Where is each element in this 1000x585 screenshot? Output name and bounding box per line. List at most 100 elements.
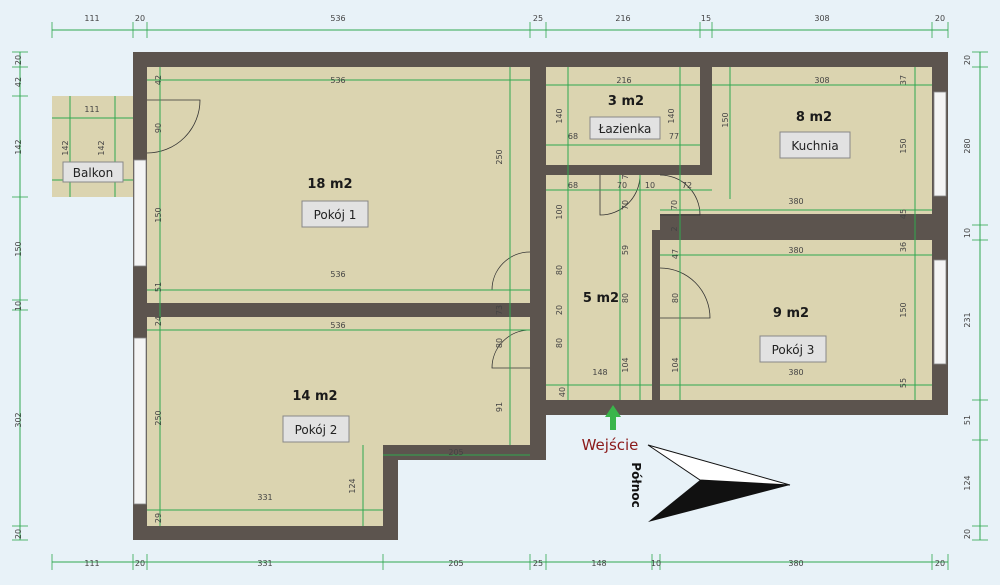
dim-right: 280 (963, 138, 972, 153)
dim-inner: 73 (495, 305, 504, 315)
dim-bottom: 205 (448, 559, 463, 568)
dim-inner: 70 (621, 200, 630, 210)
dim-left: 302 (14, 412, 23, 427)
dim-left: 20 (14, 55, 23, 65)
dim-inner: 77 (669, 132, 679, 141)
dim-inner: 380 (788, 246, 803, 255)
entrance-marker: Wejście (582, 405, 639, 454)
room-label-box (759, 335, 827, 363)
dim-inner: 91 (495, 402, 504, 412)
dim-left: 10 (14, 301, 23, 311)
dim-bottom: 10 (651, 559, 661, 568)
entrance-label: Wejście (582, 436, 639, 454)
room-area-kuchnia: 8 m2 (796, 110, 832, 125)
dim-inner: 536 (330, 270, 345, 279)
dim-bottom: 331 (257, 559, 272, 568)
dim-inner: 45 (899, 209, 908, 219)
dim-inner: 104 (671, 357, 680, 372)
interior-walls (133, 67, 948, 400)
dim-inner: 250 (154, 410, 163, 425)
room-label-box (282, 415, 350, 443)
dim-inner: 150 (154, 207, 163, 222)
room-name-pokoj-3: Pokój 3 (772, 343, 815, 357)
dim-inner: 536 (330, 321, 345, 330)
dim-inner: 150 (721, 112, 730, 127)
dim-inner: 90 (154, 123, 163, 133)
dim-right: 231 (963, 312, 972, 327)
dim-left: 42 (14, 77, 23, 87)
dim-inner: 80 (555, 338, 564, 348)
dim-right: 124 (963, 475, 972, 490)
dim-bottom: 380 (788, 559, 803, 568)
dim-inner: 80 (621, 293, 630, 303)
floor-hall (546, 165, 932, 400)
dim-inner: 20 (555, 305, 564, 315)
dim-inner: 24 (154, 316, 163, 326)
room-area-pokoj-1: 18 m2 (307, 177, 352, 192)
exterior-dimension-labels: 111 20 536 25 216 15 308 20 111 20 331 2… (14, 14, 972, 568)
room-label-box (589, 116, 661, 140)
dim-inner: 40 (558, 387, 567, 397)
dim-inner: 331 (257, 493, 272, 502)
dim-inner: 2 (670, 226, 679, 231)
dim-top: 20 (135, 14, 145, 23)
dim-inner: 42 (154, 75, 163, 85)
dim-inner: 148 (592, 368, 607, 377)
room-name-lazienka: Łazienka (598, 122, 652, 136)
room-name-balkon: Balkon (73, 166, 113, 180)
dim-inner: 308 (814, 76, 829, 85)
room-label-box (62, 161, 124, 183)
dim-inner: 140 (555, 108, 564, 123)
dim-right: 10 (963, 228, 972, 238)
dim-bottom: 20 (935, 559, 945, 568)
dim-left: 142 (14, 139, 23, 154)
room-area-hall: 5 m2 (583, 291, 619, 306)
dim-bottom: 20 (135, 559, 145, 568)
dim-right: 51 (963, 415, 972, 425)
dim-left: 150 (14, 241, 23, 256)
dim-inner: 150 (899, 302, 908, 317)
dim-top: 25 (533, 14, 543, 23)
floor-pokoj-3 (660, 240, 932, 400)
north-compass: Północ (629, 444, 791, 522)
dim-bottom: 148 (591, 559, 606, 568)
interior-dimension-labels: 536 536 536 216 308 380 380 380 148 205 … (61, 75, 908, 523)
room-labels: 18 m2 Pokój 1 14 m2 Pokój 2 3 m2 Łazienk… (62, 94, 851, 443)
dim-inner: 37 (899, 75, 908, 85)
doors (146, 99, 711, 369)
dim-inner: 70 (670, 200, 679, 210)
dim-inner: 36 (899, 242, 908, 252)
dim-inner: 80 (555, 265, 564, 275)
dim-inner: 150 (899, 138, 908, 153)
dim-inner: 70 (617, 181, 627, 190)
dim-inner: 142 (61, 140, 70, 155)
room-area-pokoj-2: 14 m2 (292, 389, 337, 404)
dim-bottom: 111 (84, 559, 99, 568)
dim-inner: 7 (621, 174, 630, 179)
dim-inner: 80 (671, 293, 680, 303)
room-name-pokoj-2: Pokój 2 (295, 423, 338, 437)
dim-inner: 111 (84, 105, 99, 114)
dim-right: 20 (963, 529, 972, 539)
dim-inner: 124 (348, 478, 357, 493)
dim-inner: 100 (555, 204, 564, 219)
dim-bottom: 25 (533, 559, 543, 568)
dim-right: 20 (963, 55, 972, 65)
windows (133, 91, 947, 505)
dim-inner: 142 (97, 140, 106, 155)
dim-inner: 250 (495, 149, 504, 164)
guide-lines (52, 67, 932, 526)
dim-top: 111 (84, 14, 99, 23)
room-label-box (301, 200, 369, 228)
room-name-pokoj-1: Pokój 1 (314, 208, 357, 222)
dim-inner: 51 (154, 282, 163, 292)
floor-pokoj-1 (147, 67, 530, 303)
floor-lazienka (546, 67, 700, 165)
dim-inner: 47 (671, 249, 680, 259)
dim-top: 20 (935, 14, 945, 23)
dim-inner: 205 (448, 448, 463, 457)
dim-top: 536 (330, 14, 345, 23)
dim-inner: 380 (788, 197, 803, 206)
dim-inner: 72 (682, 181, 692, 190)
